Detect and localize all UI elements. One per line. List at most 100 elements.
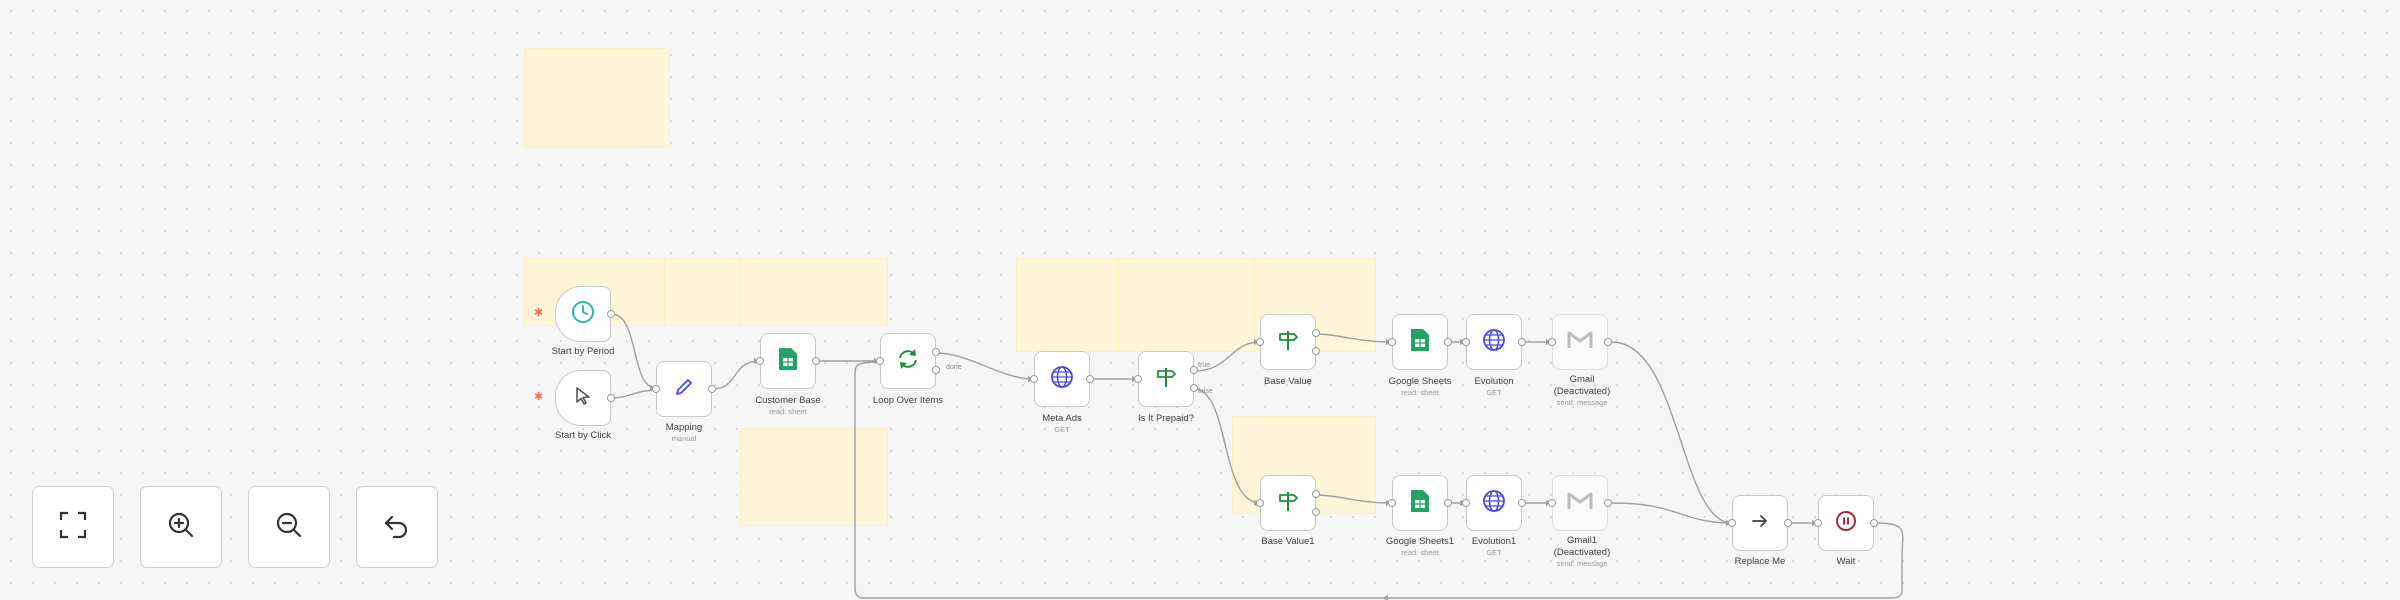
node-subtitle: read: sheet — [1401, 388, 1439, 397]
output-port[interactable] — [812, 357, 820, 365]
input-port[interactable] — [1134, 375, 1142, 383]
sticky-note[interactable] — [1118, 258, 1256, 352]
output-port-loop[interactable] — [932, 348, 940, 356]
sticky-note[interactable] — [740, 428, 888, 526]
input-port[interactable] — [652, 385, 660, 393]
output-port[interactable] — [607, 394, 615, 402]
input-port[interactable] — [1548, 338, 1556, 346]
output-port-true[interactable] — [1190, 366, 1198, 374]
output-port[interactable] — [1518, 499, 1526, 507]
globe-icon — [1481, 488, 1507, 519]
output-port[interactable] — [1784, 519, 1792, 527]
node-label: Loop Over Items — [872, 395, 944, 406]
node-replace-me[interactable] — [1728, 495, 1792, 551]
output-port[interactable] — [1444, 499, 1452, 507]
input-port[interactable] — [1548, 499, 1556, 507]
node-subtitle: send: message — [1556, 398, 1608, 407]
node-label: Replace Me — [1734, 556, 1786, 567]
zoom-out-button[interactable] — [248, 486, 330, 568]
input-port[interactable] — [1388, 499, 1396, 507]
node-base-value[interactable] — [1256, 314, 1320, 370]
node-meta-ads[interactable] — [1030, 351, 1094, 407]
sticky-note[interactable] — [1016, 258, 1120, 352]
node-label: Gmail (Deactivated)send: message — [1512, 374, 1652, 408]
fit-view-button[interactable] — [32, 486, 114, 568]
sticky-note[interactable] — [524, 48, 670, 148]
output-port-true[interactable] — [1312, 329, 1320, 337]
output-port[interactable] — [1518, 338, 1526, 346]
node-start-by-click[interactable] — [555, 370, 615, 426]
edge-label-false: false — [1198, 388, 1213, 395]
node-loop-over-items[interactable] — [876, 333, 940, 389]
node-subtitle: manual — [671, 434, 697, 443]
output-port[interactable] — [1870, 519, 1878, 527]
pencil-icon — [672, 375, 696, 404]
sheets-icon — [1409, 327, 1431, 358]
output-port[interactable] — [1444, 338, 1452, 346]
zoom-in-button[interactable] — [140, 486, 222, 568]
node-subtitle: GET — [1054, 425, 1070, 434]
node-label: Start by Period — [551, 346, 615, 357]
fit-view-icon — [58, 510, 88, 545]
node-evolution[interactable] — [1462, 314, 1526, 370]
sticky-note[interactable] — [740, 258, 888, 326]
node-evolution1[interactable] — [1462, 475, 1526, 531]
arrow-right-icon — [1749, 510, 1771, 537]
undo-button[interactable] — [356, 486, 438, 568]
signpost-icon — [1275, 327, 1301, 358]
output-port-false[interactable] — [1312, 347, 1320, 355]
node-google-sheets1[interactable] — [1388, 475, 1452, 531]
globe-icon — [1481, 327, 1507, 358]
zoom-out-icon — [274, 510, 304, 545]
output-port[interactable] — [1604, 338, 1612, 346]
gmail-icon — [1566, 329, 1594, 356]
signpost-icon — [1153, 364, 1179, 395]
node-start-by-period[interactable] — [555, 286, 615, 342]
gmail-icon — [1566, 490, 1594, 517]
input-port[interactable] — [876, 357, 884, 365]
input-port[interactable] — [1728, 519, 1736, 527]
input-port[interactable] — [756, 357, 764, 365]
input-port[interactable] — [1256, 338, 1264, 346]
node-base-value1[interactable] — [1256, 475, 1320, 531]
output-port-done[interactable] — [932, 366, 940, 374]
output-port-true[interactable] — [1312, 490, 1320, 498]
node-subtitle: GET — [1486, 548, 1502, 557]
input-port[interactable] — [1814, 519, 1822, 527]
node-gmail-deactivated[interactable] — [1548, 314, 1612, 370]
clock-icon — [570, 299, 596, 330]
node-mapping[interactable] — [652, 361, 716, 417]
output-port[interactable] — [1604, 499, 1612, 507]
output-port-false[interactable] — [1312, 508, 1320, 516]
zoom-in-icon — [166, 510, 196, 545]
input-port[interactable] — [1388, 338, 1396, 346]
input-port[interactable] — [1256, 499, 1264, 507]
output-port[interactable] — [607, 310, 615, 318]
node-subtitle: read: sheet — [769, 407, 807, 416]
node-subtitle: read: sheet — [1401, 548, 1439, 557]
node-label: Gmail1 (Deactivated)send: message — [1512, 535, 1652, 569]
node-subtitle: GET — [1486, 388, 1502, 397]
node-label: Wait — [1836, 556, 1856, 567]
node-gmail1-deactivated[interactable] — [1548, 475, 1612, 531]
node-google-sheets[interactable] — [1388, 314, 1452, 370]
node-wait[interactable] — [1814, 495, 1878, 551]
node-is-it-prepaid[interactable] — [1134, 351, 1198, 407]
input-port[interactable] — [1462, 338, 1470, 346]
undo-icon — [382, 510, 412, 545]
sticky-note[interactable] — [664, 258, 742, 326]
cursor-icon — [571, 384, 595, 413]
output-port-false[interactable] — [1190, 384, 1198, 392]
input-port[interactable] — [1462, 499, 1470, 507]
output-port[interactable] — [1086, 375, 1094, 383]
output-port[interactable] — [708, 385, 716, 393]
node-label: Is It Prepaid? — [1138, 413, 1194, 424]
input-port[interactable] — [1030, 375, 1038, 383]
trigger-bolt-icon: ✱ — [534, 391, 544, 403]
node-customer-base[interactable] — [756, 333, 820, 389]
